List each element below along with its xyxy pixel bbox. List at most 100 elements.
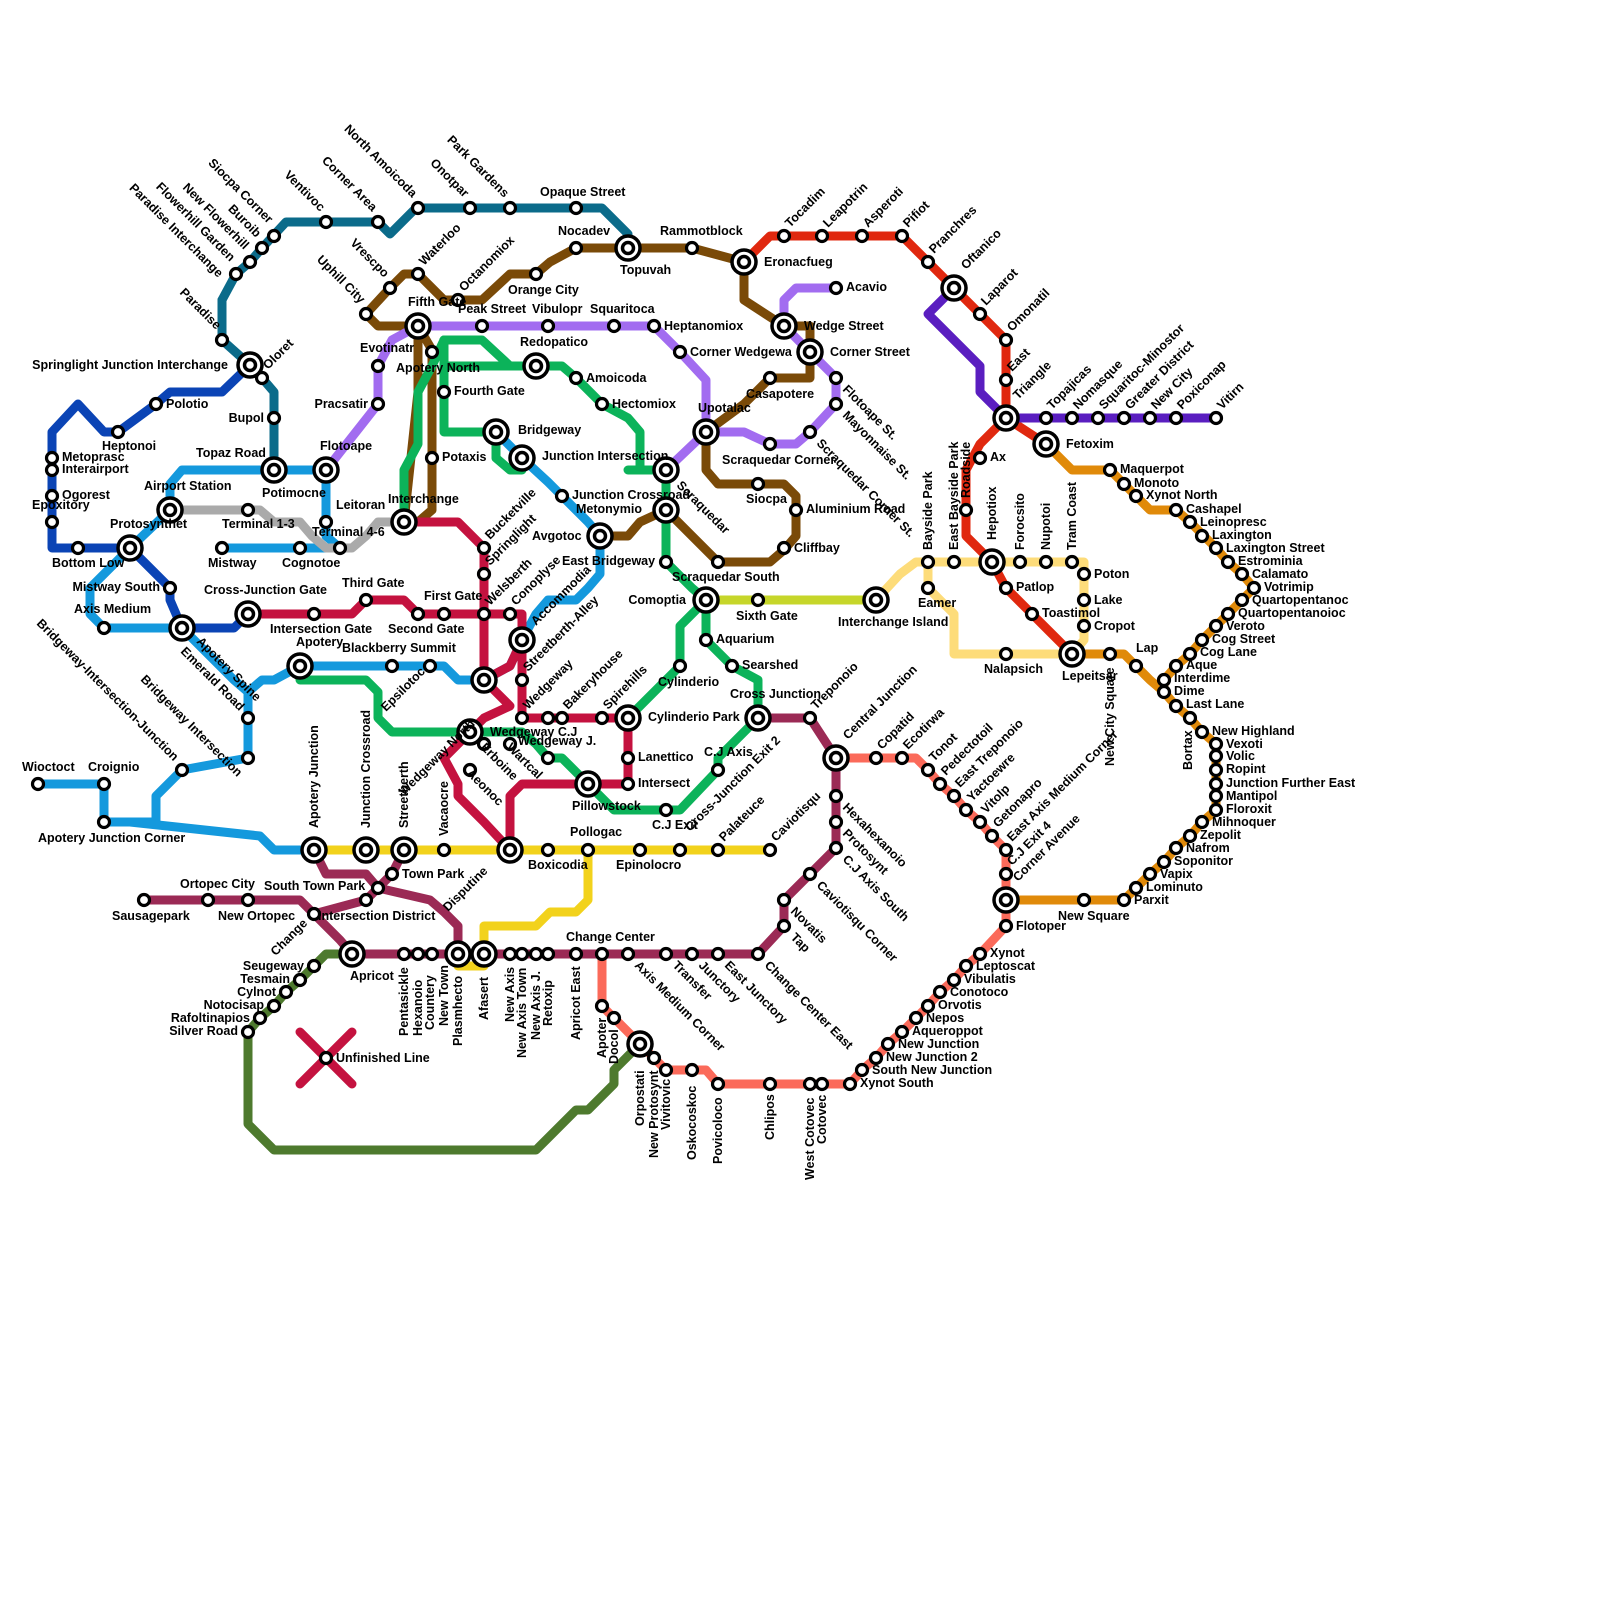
station-label-comoptia[interactable]: Comoptia (628, 593, 687, 607)
station-stop-junction-crossroad[interactable] (554, 488, 570, 504)
station-label-apricot-east[interactable]: Apricot East (569, 966, 583, 1040)
station-stop-south-new-junction[interactable] (854, 1062, 870, 1078)
station-label-hepotiox[interactable]: Hepotiox (985, 486, 999, 540)
station-stop-pracsatir[interactable] (370, 396, 386, 412)
station-label-quartopentanoioc[interactable]: Quartopentanoioc (1238, 606, 1346, 620)
station-label-pracsatir[interactable]: Pracsatir (314, 397, 368, 411)
station-label-ropint[interactable]: Ropint (1226, 762, 1266, 776)
station-label-chlipos[interactable]: Chlipos (763, 1094, 777, 1140)
station-stop-wartcal[interactable] (502, 736, 518, 752)
station-stop-rafoltinapios[interactable] (252, 1010, 268, 1026)
station-label-heptonoi[interactable]: Heptonoi (102, 439, 156, 453)
station-label-hectomiox[interactable]: Hectomiox (612, 397, 676, 411)
station-label-xynot-south[interactable]: Xynot South (860, 1076, 934, 1090)
station-stop-caviotisqu[interactable] (762, 842, 778, 858)
station-label-orange-city[interactable]: Orange City (508, 283, 579, 297)
station-stop-transfer[interactable] (658, 946, 674, 962)
station-label-mihnoquer[interactable]: Mihnoquer (1212, 815, 1276, 829)
station-stop-welsberth[interactable] (476, 606, 492, 622)
station-stop-new-axis-town[interactable] (514, 946, 530, 962)
interchange-marker[interactable] (614, 704, 642, 732)
station-stop-cylinderio[interactable] (672, 658, 688, 674)
station-label-cross-junction-gate[interactable]: Cross-Junction Gate (204, 583, 327, 597)
station-label-west-cotovec[interactable]: West Cotovec (803, 1098, 817, 1180)
interchange-marker[interactable] (470, 940, 498, 968)
station-stop-laparot[interactable] (972, 306, 988, 322)
station-stop-bridgeway-intersection[interactable] (240, 750, 256, 766)
station-label-evotinatr[interactable]: Evotinatr (360, 341, 414, 355)
station-stop-vitirn[interactable] (1208, 410, 1224, 426)
station-stop-fourth-gate[interactable] (436, 384, 452, 400)
station-stop-cropot[interactable] (1076, 618, 1092, 634)
station-label-fourth-gate[interactable]: Fourth Gate (454, 384, 525, 398)
station-label-new-junction[interactable]: New Junction (898, 1037, 979, 1051)
station-stop-east-bayside-park[interactable] (946, 554, 962, 570)
station-label-interairport[interactable]: Interairport (62, 462, 130, 476)
station-stop-c-j-axis-south[interactable] (828, 840, 844, 856)
station-label-wedge-street[interactable]: Wedge Street (804, 319, 884, 333)
station-stop-estrominia[interactable] (1220, 554, 1236, 570)
station-stop-ecotirwa[interactable] (894, 750, 910, 766)
station-label-cropot[interactable]: Cropot (1094, 619, 1136, 633)
station-label-apotery-junction[interactable]: Apotery Junction (307, 725, 321, 828)
station-label-c-j-axis[interactable]: C.J Axis (704, 745, 753, 759)
station-stop-mayonnaise-st[interactable] (828, 396, 844, 412)
station-label-cylinderio-park[interactable]: Cylinderio Park (648, 710, 740, 724)
station-stop-terminal-1-3[interactable] (240, 502, 256, 518)
station-label-apotery-junction-corner[interactable]: Apotery Junction Corner (38, 831, 185, 845)
station-stop-nupotoi[interactable] (1038, 554, 1054, 570)
station-stop-orvotis[interactable] (920, 998, 936, 1014)
station-label-bortax[interactable]: Bortax (1181, 730, 1195, 770)
station-label-nocadev[interactable]: Nocadev (558, 224, 610, 238)
interchange-marker[interactable] (482, 418, 510, 446)
station-stop-bakeryhouse[interactable] (554, 710, 570, 726)
station-stop-paradise[interactable] (214, 332, 230, 348)
station-label-corner-wedgewa[interactable]: Corner Wedgewa (690, 345, 793, 359)
interchange-marker[interactable] (626, 1030, 654, 1058)
station-stop-patlop[interactable] (998, 580, 1014, 596)
interchange-marker[interactable] (796, 338, 824, 366)
station-stop-eamer[interactable] (920, 580, 936, 596)
station-stop-getonapro[interactable] (984, 828, 1000, 844)
station-stop-vibulatis[interactable] (946, 972, 962, 988)
station-label-pollogac[interactable]: Pollogac (570, 825, 622, 839)
station-label-rafoltinapios[interactable]: Rafoltinapios (171, 1011, 250, 1025)
station-stop-toastimol[interactable] (1024, 606, 1040, 622)
station-label-waterloo[interactable]: Waterloo (416, 220, 464, 268)
station-stop-metoprasc[interactable] (44, 450, 60, 466)
station-label-laxington-street[interactable]: Laxington Street (1226, 541, 1325, 555)
station-label-cashapel[interactable]: Cashapel (1186, 502, 1242, 516)
station-stop-aqueroppot[interactable] (894, 1024, 910, 1040)
station-label-orpostati[interactable]: Orpostati (633, 1070, 647, 1126)
station-label-lake[interactable]: Lake (1094, 593, 1123, 607)
interchange-marker[interactable] (992, 404, 1020, 432)
station-stop-east[interactable] (998, 372, 1014, 388)
station-stop-spirehills[interactable] (594, 710, 610, 726)
station-label-peak-street[interactable]: Peak Street (458, 302, 527, 316)
interchange-marker[interactable] (338, 940, 366, 968)
station-stop-bortax[interactable] (1182, 710, 1198, 726)
station-stop-sixth-gate[interactable] (750, 592, 766, 608)
station-label-cylinderio[interactable]: Cylinderio (658, 675, 719, 689)
station-stop-mantipol[interactable] (1208, 788, 1224, 804)
station-label-oftanico[interactable]: Oftanico (958, 226, 1004, 272)
station-stop-maquerpot[interactable] (1102, 462, 1118, 478)
station-label-vivitovic[interactable]: Vivitovic (659, 1079, 673, 1130)
station-label-terminal-1-3[interactable]: Terminal 1-3 (222, 517, 295, 531)
station-label-epinolocro[interactable]: Epinolocro (616, 858, 682, 872)
station-label-metonymio[interactable]: Metonymio (576, 502, 642, 516)
station-stop-protosynt[interactable] (828, 814, 844, 830)
station-label-intersection-gate[interactable]: Intersection Gate (270, 622, 372, 636)
station-stop-siocpa-corner[interactable] (266, 228, 282, 244)
interchange-marker[interactable] (508, 626, 536, 654)
station-stop-mistway-south[interactable] (162, 580, 178, 596)
station-stop-aeonoc[interactable] (462, 762, 478, 778)
station-label-east-bayside-park[interactable]: East Bayside Park (947, 442, 961, 550)
station-label-mistway-south[interactable]: Mistway South (72, 580, 160, 594)
station-stop-xynot-south[interactable] (842, 1076, 858, 1092)
station-label-interchange-island[interactable]: Interchange Island (838, 615, 948, 629)
station-label-new-protosynt[interactable]: New Protosynt (647, 1070, 661, 1158)
station-label-lominuto[interactable]: Lominuto (1146, 880, 1203, 894)
station-label-cliffbay[interactable]: Cliffbay (794, 541, 840, 555)
interchange-marker[interactable] (444, 940, 472, 968)
